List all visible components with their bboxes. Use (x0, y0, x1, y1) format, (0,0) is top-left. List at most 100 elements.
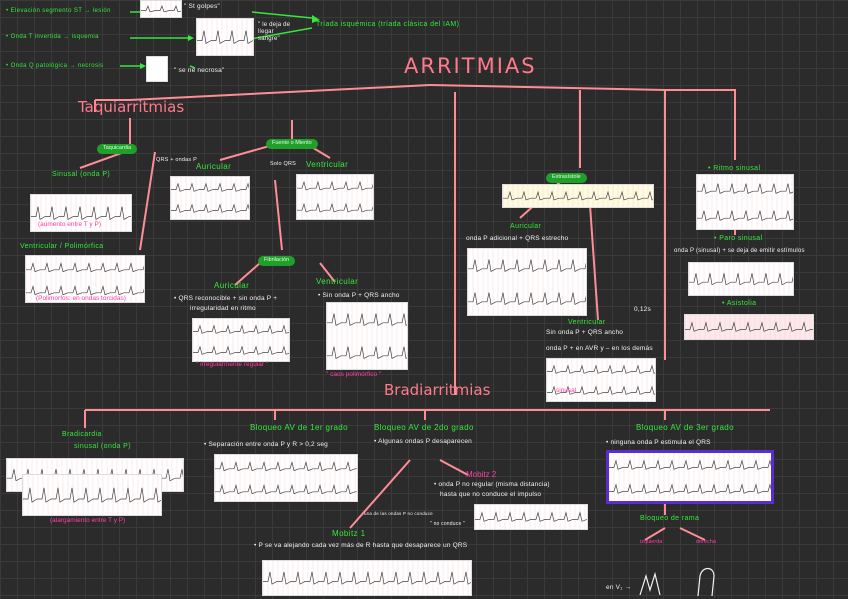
quote-sangre: " le deja de llegar sangre" (258, 22, 291, 43)
right-bundle-sketch (697, 567, 715, 597)
st-elevation-note: • Elevación segmento ST → lesión (6, 8, 111, 14)
auricular-label: Auricular (196, 162, 232, 171)
ecg-trace (609, 453, 771, 501)
ecg-ritmo-sinusal (696, 174, 794, 230)
extra-sinusal-label: sinusal (556, 387, 577, 394)
extra-aur-desc: onda P adicional + QRS estrecho (466, 235, 569, 242)
ecg-fib-ventricular (326, 302, 408, 370)
ecg-trace (23, 475, 161, 515)
ventricular-poli-label: Ventricular / Polimórfica (20, 243, 104, 250)
ecg-trace (697, 175, 793, 229)
b3-title: Bloqueo AV de 3er grado (636, 423, 735, 432)
b1-desc: • Separación entre onda P y R > 0,2 seg (204, 441, 328, 448)
ecg-thumb-q (146, 56, 168, 82)
ecg-sinusal (30, 194, 132, 232)
ventricular-label: Ventricular (306, 160, 349, 169)
mobitz2-label: Mobitz 2 (466, 470, 497, 479)
bradicardia-label-1: Bradicardia (62, 431, 102, 438)
ecg-trace (197, 19, 253, 55)
ondas-p-note: QRS + ondas P (156, 157, 197, 163)
ecg-extra-auricular (467, 248, 587, 316)
fib-aur-desc-1: • QRS reconocible + sin onda P + (174, 295, 278, 302)
ecg-trace (171, 177, 249, 219)
ecg-mobitz2 (474, 504, 588, 530)
rama-der-label: derecha (696, 539, 716, 545)
mobitz2-desc-2: hasta que no conduce el impulso (440, 491, 542, 498)
fib-vent-desc: • Sin onda P + QRS ancho (318, 292, 400, 299)
ecg-trace (31, 195, 131, 231)
left-bundle-sketch (639, 571, 661, 596)
triada-label: Tríada isquémica (tríada clásica del IAM… (316, 21, 460, 28)
fibrilacion-pill: Fibrilación (258, 256, 296, 266)
sinusal-caption: (aumento entre T y P) (38, 221, 101, 228)
extra-auricular-label: Auricular (510, 223, 542, 230)
extra-time: 0,12s (634, 306, 651, 313)
extra-vent-desc-1: Sin onda P + QRS ancho (546, 329, 624, 336)
foco-pill: Fuente o Miento (266, 139, 318, 149)
ecg-paro-sinusal (688, 262, 794, 296)
ecg-taqui-ventricular (296, 174, 374, 220)
fib-vent-caption: " caos polimórfico " (326, 371, 382, 378)
una-onda-note: una de las ondas P no conduce (364, 511, 433, 516)
ecg-trace (327, 303, 407, 369)
ecg-trace (141, 1, 181, 17)
b2-title: Bloqueo AV de 2do grado (374, 423, 474, 432)
poli-caption: (Polimorfos: en ondas torcidas) (36, 295, 126, 302)
fib-aur-caption: " irregularmente regular " (196, 361, 269, 368)
b1-title: Bloqueo AV de 1er grado (250, 423, 349, 432)
ecg-extra-ventricular (546, 358, 656, 402)
ecg-trace (193, 319, 289, 361)
ecg-mobitz1 (262, 560, 472, 596)
fib-aur-desc-2: irregularidad en ritmo (190, 305, 256, 312)
mobitz1-desc: • P se va alejando cada vez más de R has… (254, 542, 468, 549)
quote-necrosa: " se ne necrosa" (174, 67, 225, 74)
ecg-trace (468, 249, 586, 315)
ritmo-sinusal-label: • Ritmo sinusal (708, 165, 761, 172)
ecg-bradicardia (22, 474, 162, 516)
ecg-trace (685, 315, 813, 339)
mobitz2-desc-1: • onda P no regular (misma distancia) (434, 481, 550, 488)
fib-auricular-label: Auricular (214, 281, 250, 290)
ecg-trace (503, 185, 653, 207)
bradicardia-label-2: sinusal (onda P) (74, 443, 131, 450)
q-wave-note: • Onda Q patológica → necrosis (6, 63, 104, 69)
ecg-bloqueo-3 (606, 450, 774, 504)
rama-izq-label: izquierda (640, 539, 663, 545)
quote-golpes: " St golpes" (184, 3, 220, 10)
paro-sinusal-label: • Paro sinusal (714, 235, 763, 242)
ecg-trace (547, 359, 655, 401)
taqui-title: Taquiarritmias (78, 98, 185, 116)
ecg-trace (215, 455, 357, 501)
b2-desc: • Algunas ondas P desaparecen (374, 438, 472, 445)
taquicardia-pill: Taquicardia (97, 144, 138, 154)
ecg-trace (475, 505, 587, 529)
rama-label: Bloqueo de rama (640, 515, 700, 522)
page-title: ARRITMIAS (404, 54, 537, 78)
t-inverted-note: • Onda T invertida → isquemia (6, 34, 99, 40)
fib-ventricular-label: Ventricular (316, 277, 359, 286)
asistolia-label: • Asistolia (722, 300, 757, 307)
ecg-asistolia (684, 314, 814, 340)
b3-desc: • ninguna onda P estimula el QRS (606, 439, 711, 446)
ecg-polimorfica (25, 255, 145, 303)
ecg-thumb-st (140, 0, 182, 18)
ecg-trace (297, 175, 373, 219)
extra-vent-desc-2: onda P + en AVR y – en los demás (546, 345, 653, 352)
ecg-trace (26, 256, 144, 302)
mobitz1-label: Mobitz 1 (332, 529, 366, 538)
brady-title: Bradiarritmias (384, 381, 491, 399)
extra-ventricular-label: Ventricular (568, 319, 606, 326)
ecg-trace (263, 561, 471, 595)
solo-qrs-note: Solo QRS (270, 161, 297, 167)
ecg-bloqueo-1 (214, 454, 358, 502)
ecg-thumb-t (196, 18, 254, 56)
ecg-taqui-auricular (170, 176, 250, 220)
en-v1-note: en V₁ → (606, 584, 632, 591)
ecg-fib-auricular (192, 318, 290, 362)
extrasistole-pill: Extrasístole (546, 173, 587, 183)
sinusal-label: Sinusal (onda P) (52, 171, 111, 178)
extrasistole-note-box (502, 184, 654, 208)
no-conduce-note: " no conduce " (430, 521, 465, 527)
brad-caption: (alargamiento entre T y P) (50, 517, 126, 524)
